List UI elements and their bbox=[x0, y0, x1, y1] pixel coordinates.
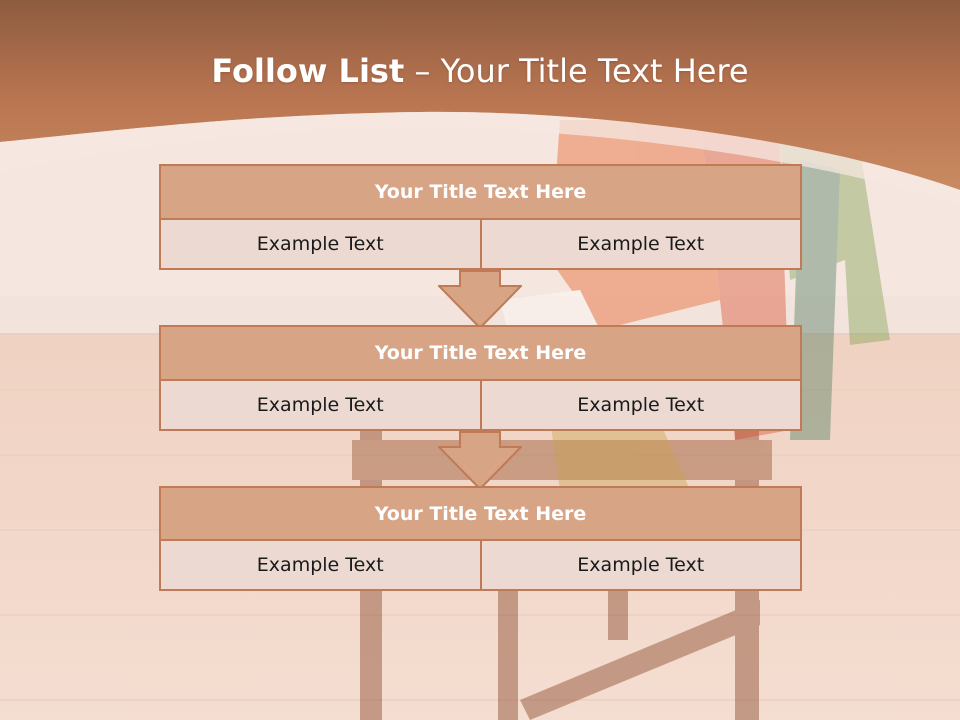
step-title: Your Title Text Here bbox=[159, 486, 802, 541]
step-block-3: Your Title Text Here Example Text Exampl… bbox=[159, 486, 802, 591]
down-arrow-icon bbox=[438, 270, 522, 330]
step-title: Your Title Text Here bbox=[159, 325, 802, 381]
step-row: Example Text Example Text bbox=[159, 381, 802, 431]
step-cell-right: Example Text bbox=[481, 220, 802, 270]
step-cell-right: Example Text bbox=[481, 381, 802, 431]
step-row: Example Text Example Text bbox=[159, 541, 802, 591]
title-rest-part: – Your Title Text Here bbox=[414, 52, 749, 90]
title-bold-part: Follow List bbox=[211, 52, 405, 90]
slide-title: Follow List – Your Title Text Here bbox=[0, 52, 960, 90]
step-cell-left: Example Text bbox=[159, 220, 482, 270]
step-row: Example Text Example Text bbox=[159, 220, 802, 270]
step-title: Your Title Text Here bbox=[159, 164, 802, 220]
step-cell-left: Example Text bbox=[159, 541, 482, 591]
step-cell-left: Example Text bbox=[159, 381, 482, 431]
step-block-1: Your Title Text Here Example Text Exampl… bbox=[159, 164, 802, 270]
down-arrow-icon bbox=[438, 431, 522, 491]
step-block-2: Your Title Text Here Example Text Exampl… bbox=[159, 325, 802, 431]
step-cell-right: Example Text bbox=[481, 541, 802, 591]
